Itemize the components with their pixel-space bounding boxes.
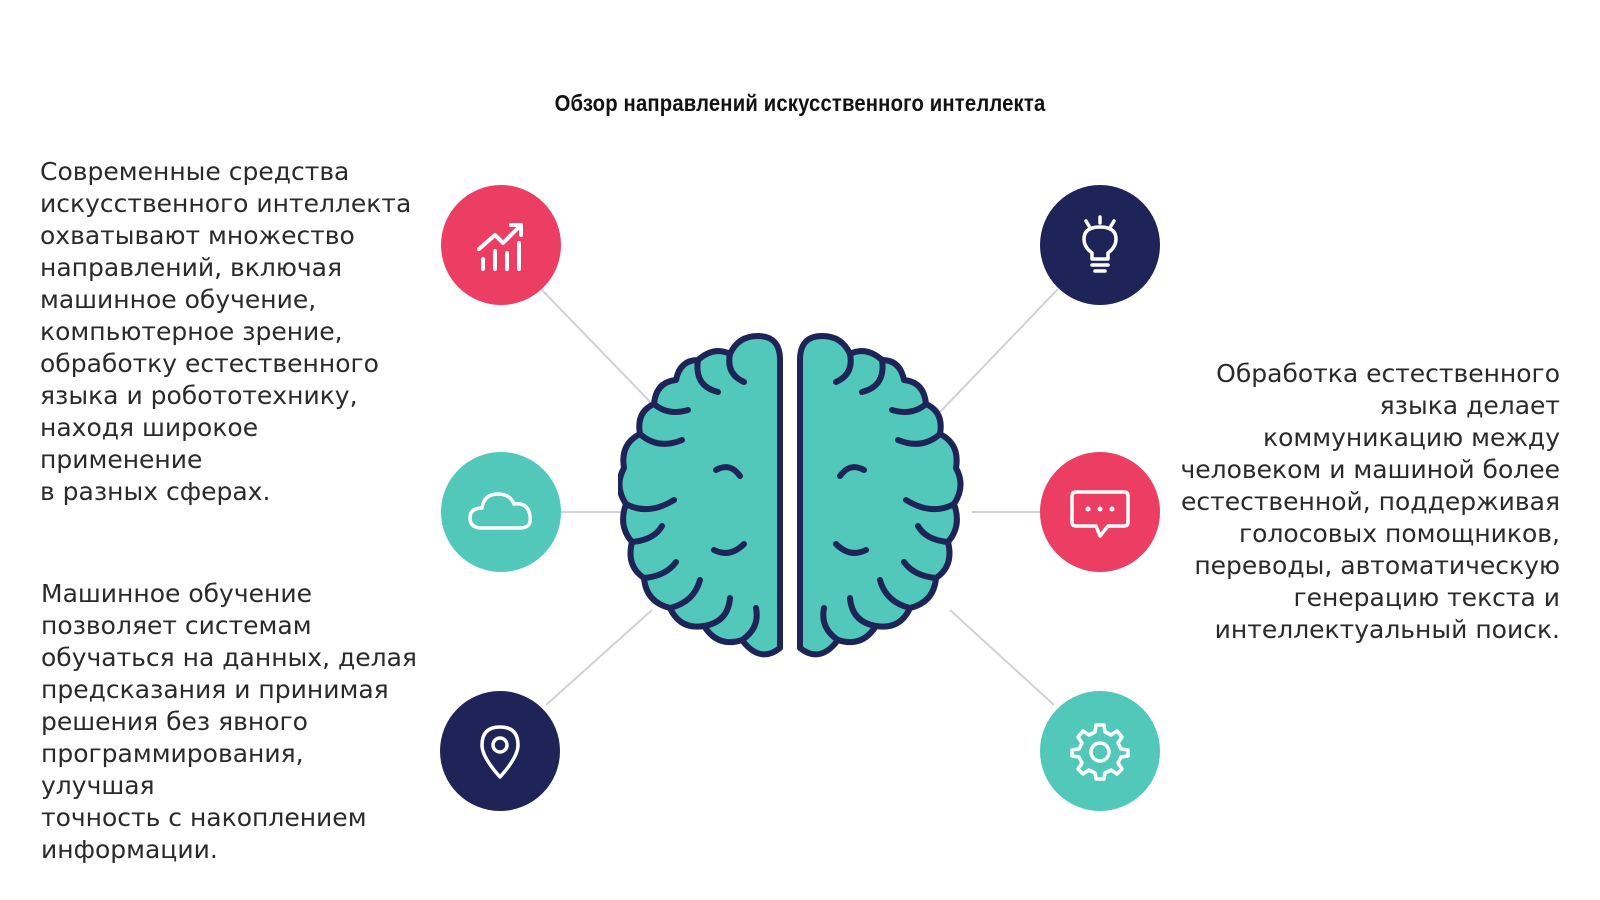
connector-top-left — [540, 288, 661, 413]
location-pin-icon — [480, 725, 520, 779]
cloud-icon — [468, 492, 533, 530]
gear-icon — [1070, 723, 1130, 781]
left-top-paragraph: Современные средства искусственного инте… — [40, 157, 412, 506]
page-title: Обзор направлений искусственного интелле… — [554, 90, 1046, 116]
lightbulb-icon — [1082, 215, 1118, 273]
gear-circle — [1040, 691, 1160, 811]
cloud-circle — [441, 452, 561, 572]
connector-bottom-left — [545, 609, 653, 706]
connector-top-right — [939, 288, 1059, 413]
chat-bubble-circle — [1040, 452, 1160, 572]
growth-chart-circle — [441, 185, 561, 305]
left-bottom-paragraph: Машинное обучение позволяет системам обу… — [41, 579, 417, 864]
connector-bottom-right — [949, 609, 1055, 706]
brain-icon — [618, 333, 964, 658]
right-paragraph: Обработка естественного языка делает ком… — [1180, 359, 1560, 644]
lightbulb-circle — [1040, 185, 1160, 305]
chat-bubble-icon — [1070, 490, 1130, 538]
location-pin-circle — [440, 691, 560, 811]
growth-chart-icon — [477, 223, 523, 271]
